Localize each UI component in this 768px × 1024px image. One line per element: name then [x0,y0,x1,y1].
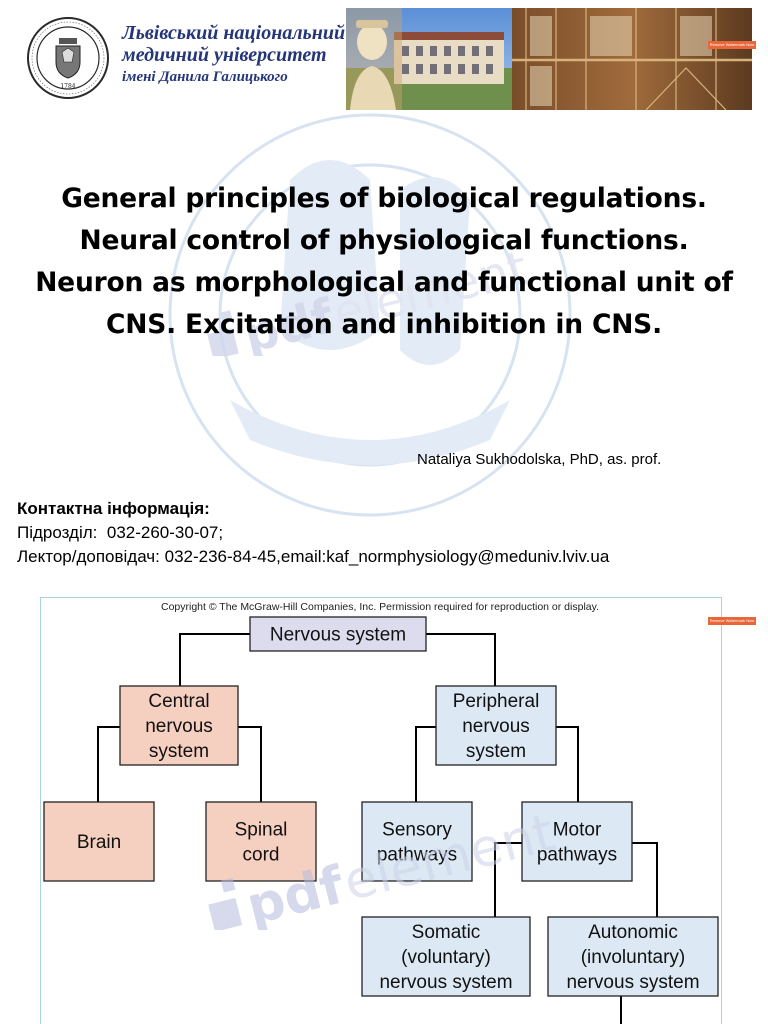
connector-line-1 [179,633,250,686]
connector-line-3 [97,726,120,802]
node-pns: Peripheral nervous system [435,685,557,766]
connector-line-4 [238,726,262,802]
connector-line-8 [632,842,658,917]
node-autonomic-label: Autonomic [588,922,678,943]
connector-line-5 [415,726,436,802]
node-somatic-label: Somatic [412,922,481,943]
university-name-line-2: медичний університет [122,44,327,66]
node-root-box [249,616,427,652]
campus-banner-image [346,8,752,110]
node-sensory: Sensory pathways [361,801,473,882]
department-row: Підрозділ: 032-260-30-07; [17,521,609,545]
department-phone: 032-260-30-07; [106,523,224,542]
node-motor-label: Motor [553,820,602,841]
contact-heading: Контактна інформація: [17,499,210,518]
university-name: Львівський національний медичний універс… [122,22,352,87]
university-name-line-3: імені Данила Галицького [122,69,288,85]
svg-text:1784: 1784 [60,83,75,90]
node-cns-label: Central [148,691,209,712]
connector-line-7 [494,842,522,917]
node-spinal-label: cord [243,845,280,866]
connector-line-6 [556,726,579,802]
node-spinal-box [205,801,317,882]
node-sensory-box [361,801,473,882]
nervous-system-diagram: Copyright © The McGraw-Hill Companies, I… [40,597,722,1024]
node-somatic-label: (voluntary) [401,947,491,968]
background-seal-watermark [168,113,572,517]
lecturer-row: Лектор/доповідач: 032-236-84-45,email:ka… [17,545,609,569]
node-somatic-box [361,916,531,997]
node-brain-label: Brain [77,832,121,853]
node-autonomic-box [547,916,719,997]
node-brain-box [43,801,155,882]
node-autonomic-label: nervous system [566,972,699,993]
node-autonomic: Autonomic (involuntary) nervous system [547,916,719,997]
node-sensory-label: pathways [377,845,457,866]
university-seal-icon: 1784 [27,17,109,99]
node-root-label: Nervous system [270,625,406,646]
university-name-line-1: Львівський національний [122,22,346,44]
node-motor-label: pathways [537,845,617,866]
node-somatic: Somatic (voluntary) nervous system [361,916,531,997]
node-motor-box [521,801,633,882]
node-autonomic-label: (involuntary) [581,947,686,968]
node-somatic-label: nervous system [379,972,512,993]
title-line-4: CNS. Excitation and inhibition in CNS. [106,309,662,340]
node-cns-box [119,685,239,766]
node-cns-label: system [149,741,209,762]
node-brain: Brain [43,801,155,882]
node-sensory-label: Sensory [382,820,452,841]
title-line-1: General principles of biological regulat… [61,183,707,214]
node-pns-box [435,685,557,766]
title-line-2: Neural control of physiological function… [79,225,689,256]
title-line-3: Neuron as morphological and functional u… [35,267,733,298]
author-line: Nataliya Sukhodolska, PhD, as. prof. [417,451,662,468]
department-label: Підрозділ: [17,523,98,542]
node-pns-label: Peripheral [453,691,540,712]
node-cns-label: nervous [145,716,213,737]
diagram-frame [40,597,722,1024]
contact-info: Контактна інформація: Підрозділ: 032-260… [17,497,609,569]
node-spinal-label: Spinal [235,820,288,841]
remove-watermark-badge[interactable]: Remove Watermark Now [708,41,756,49]
lecturer-contact[interactable]: : 032-236-84-45,email:kaf_normphysiology… [155,547,610,566]
remove-watermark-badge-2[interactable]: Remove Watermark Now [708,617,756,625]
node-pns-label: system [466,741,526,762]
node-spinal: Spinal cord [205,801,317,882]
node-cns: Central nervous system [119,685,239,766]
node-motor: Motor pathways [521,801,633,882]
lecturer-label: Лектор/доповідач [17,547,156,566]
diagram-copyright: Copyright © The McGraw-Hill Companies, I… [161,601,599,613]
node-pns-label: nervous [462,716,530,737]
node-root: Nervous system [249,616,427,652]
lecture-title: General principles of biological regulat… [20,178,748,346]
connector-line-2 [426,633,496,686]
